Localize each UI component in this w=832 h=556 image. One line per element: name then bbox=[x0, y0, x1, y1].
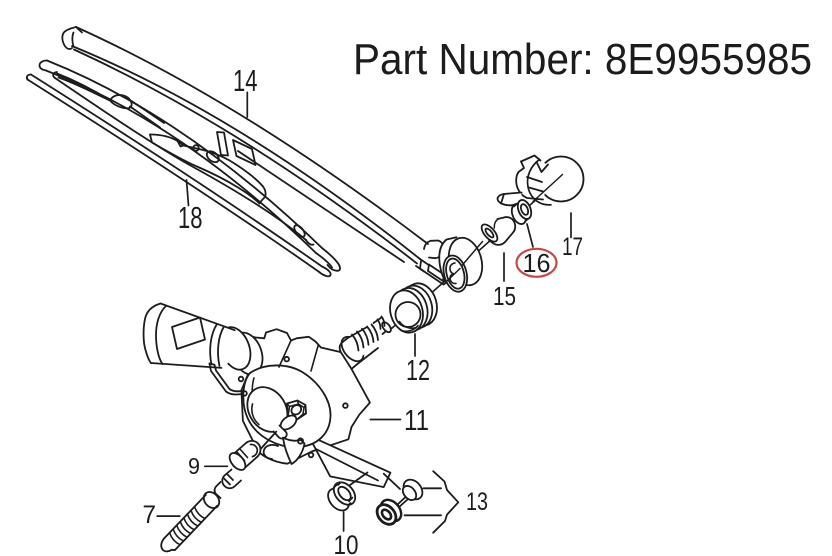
svg-text:15: 15 bbox=[493, 281, 516, 311]
svg-text:11: 11 bbox=[404, 405, 429, 437]
svg-text:12: 12 bbox=[406, 355, 430, 387]
svg-text:10: 10 bbox=[334, 530, 359, 556]
svg-text:17: 17 bbox=[562, 234, 583, 261]
svg-text:18: 18 bbox=[178, 201, 203, 235]
svg-text:16: 16 bbox=[523, 248, 551, 278]
svg-text:14: 14 bbox=[233, 64, 258, 98]
svg-text:Part Number: 8E9955985: Part Number: 8E9955985 bbox=[353, 36, 812, 84]
svg-text:13: 13 bbox=[466, 489, 488, 516]
svg-text:7: 7 bbox=[143, 502, 157, 529]
svg-text:9: 9 bbox=[188, 453, 200, 479]
